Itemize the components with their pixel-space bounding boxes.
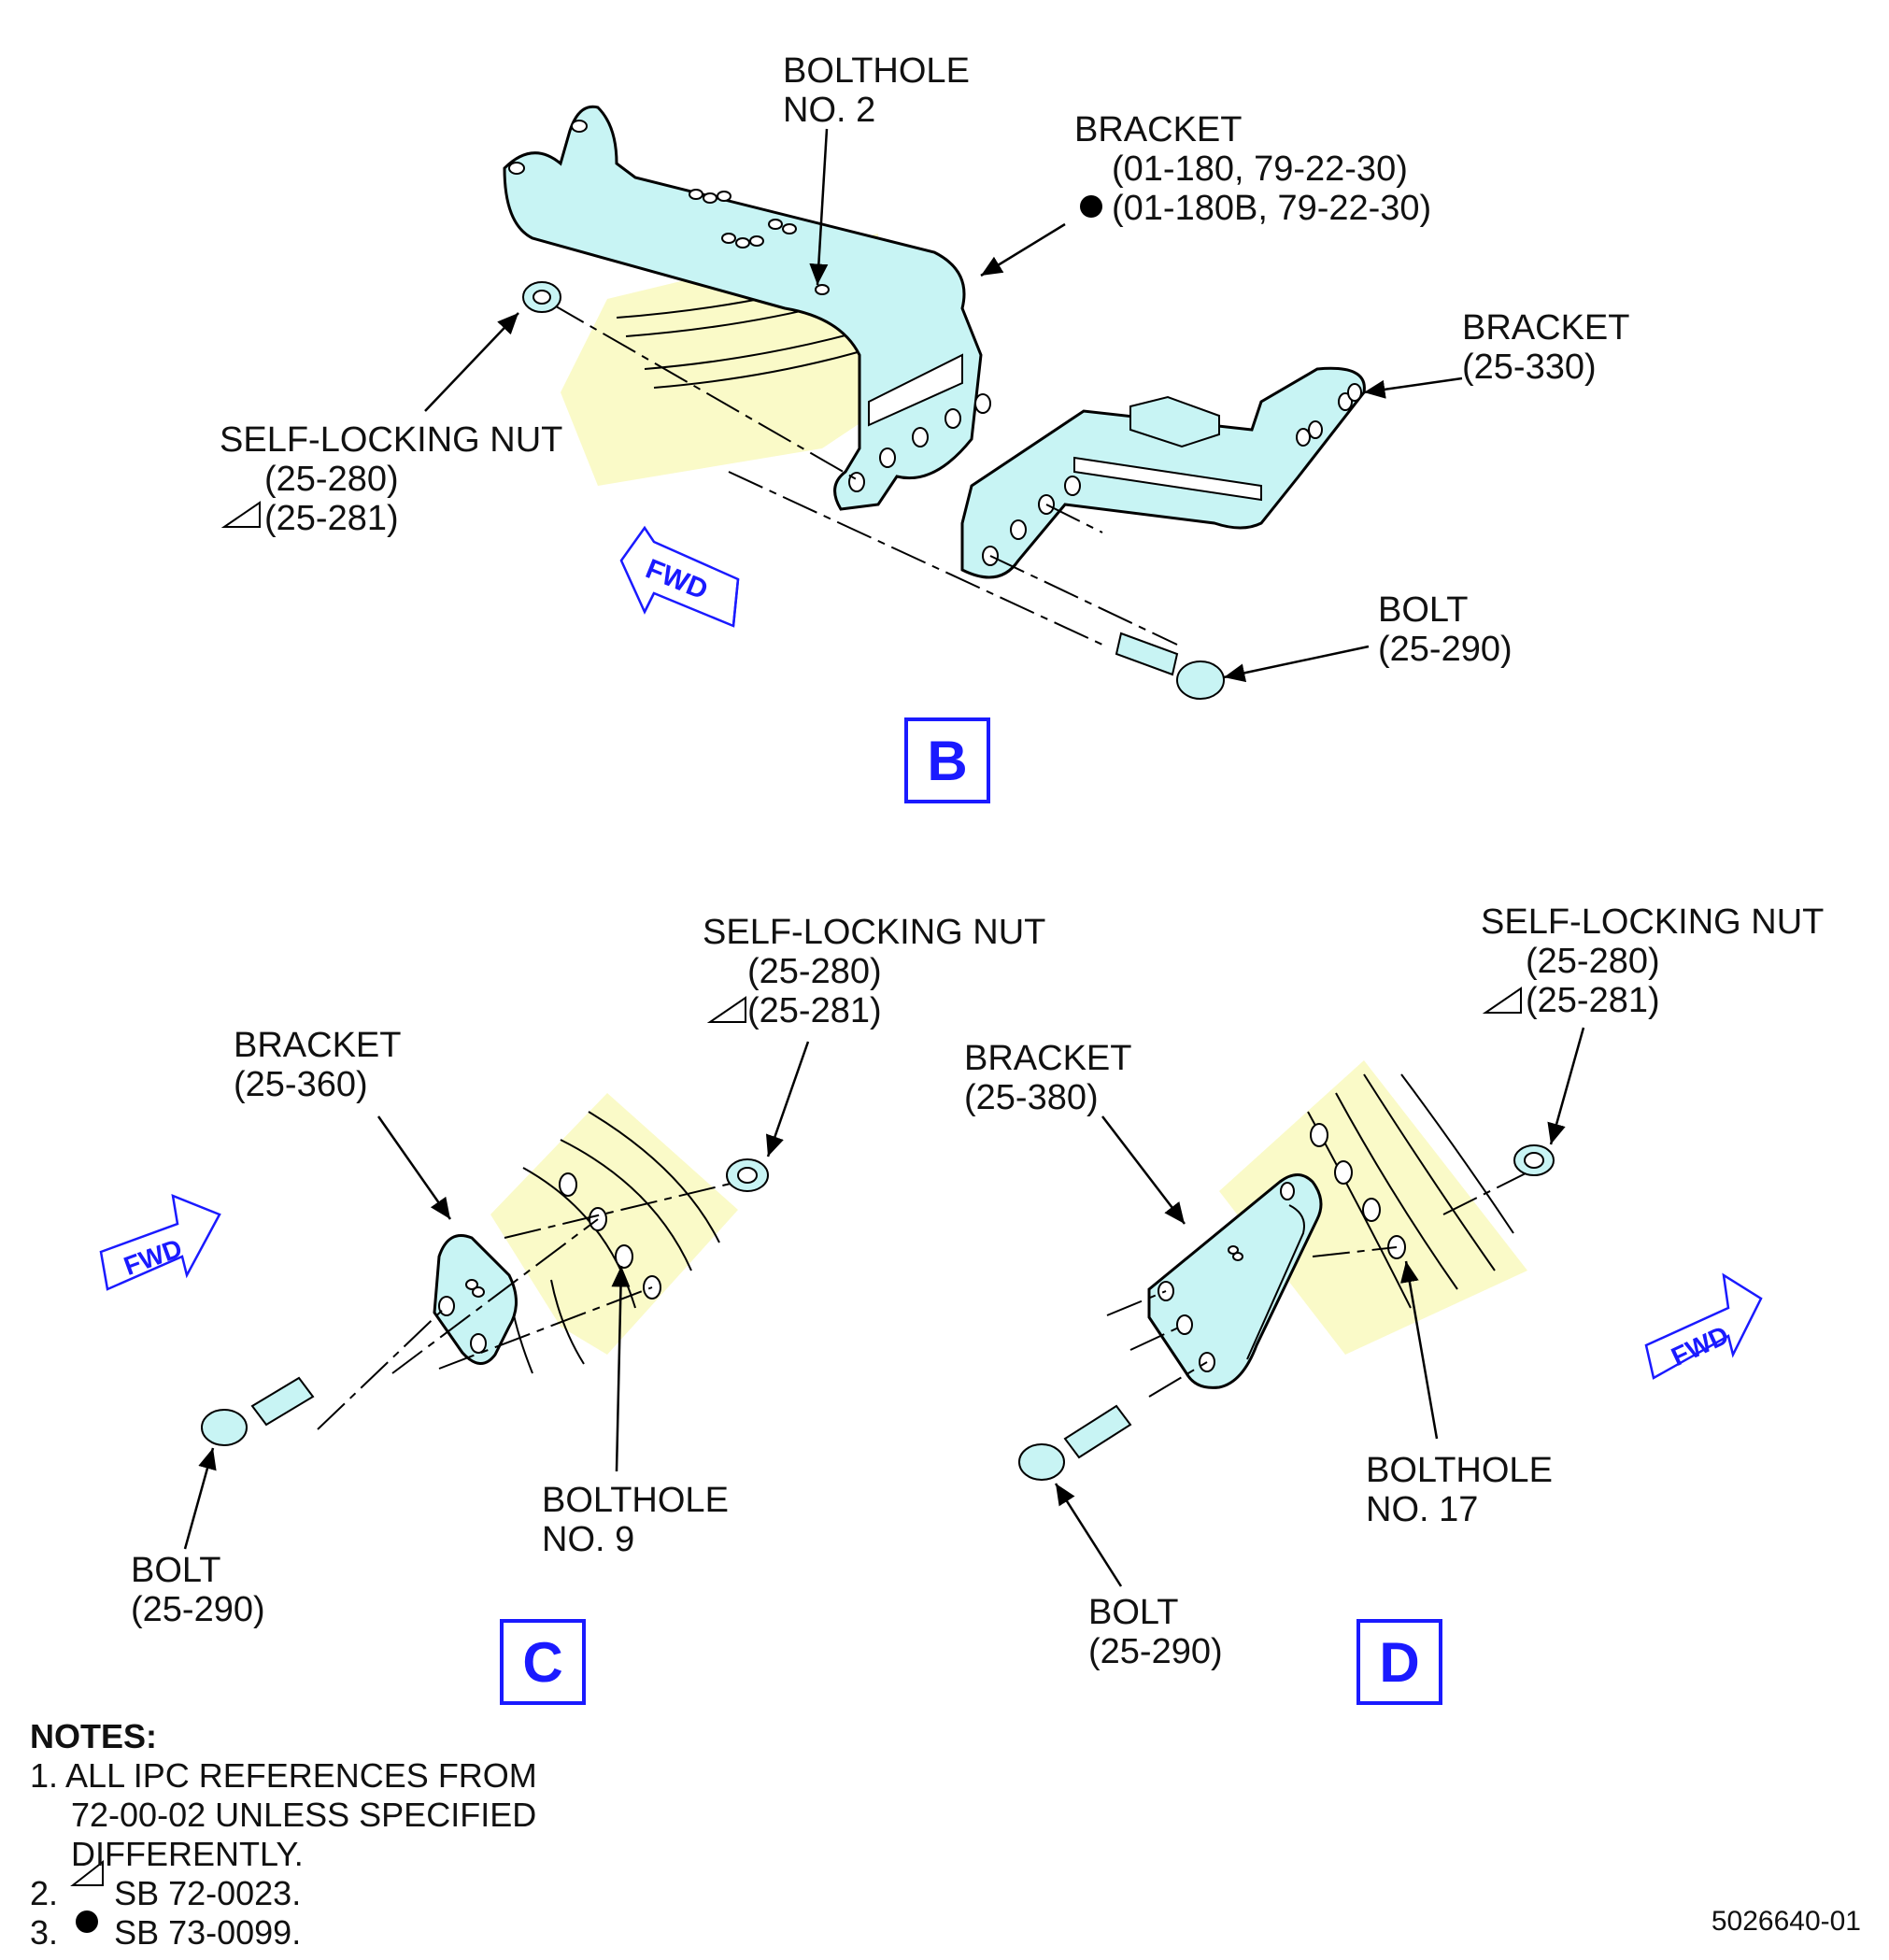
view-c-fwd-arrow [99, 1194, 221, 1291]
view-d-drawing [1018, 1027, 1763, 1587]
view-c-nut-title: SELF-LOCKING NUT [703, 913, 1046, 952]
view-b-drawing [424, 105, 1463, 700]
view-c-bolt [201, 1376, 315, 1446]
view-b-main-bracket [503, 105, 983, 511]
view-c-nut-ref2: (25-281) [747, 991, 882, 1030]
note-1-line-3: DIFFERENTLY. [71, 1835, 304, 1873]
view-b-nut [522, 281, 561, 313]
view-d-bracket [1147, 1173, 1323, 1389]
view-b-bolt-title: BOLT [1378, 590, 1469, 630]
view-d-bracket-ref: (25-380) [964, 1078, 1099, 1117]
view-c-bolt-title: BOLT [131, 1551, 221, 1590]
notes-block: NOTES: 1. ALL IPC REFERENCES FROM 72-00-… [30, 1717, 537, 1953]
view-c-bracket-ref: (25-360) [234, 1065, 368, 1104]
view-b-bracket-main-ref1: (01-180, 79-22-30) [1112, 149, 1408, 189]
view-d-callout-box: D [1356, 1619, 1442, 1705]
view-d-nut-ref2: (25-281) [1526, 981, 1660, 1020]
view-b-fwd-arrow [619, 525, 740, 628]
view-d-bracket-label: BRACKET (25-380) [964, 1039, 1131, 1117]
view-b-nut-title: SELF-LOCKING NUT [220, 420, 563, 460]
view-b-bracket-main-title: BRACKET [1074, 110, 1243, 149]
view-d-bolt-label: BOLT (25-290) [1088, 1593, 1223, 1671]
figure-number: 5026640-01 [1711, 1906, 1861, 1937]
note-3-text: SB 73-0099. [114, 1913, 302, 1952]
notes-header: NOTES: [30, 1717, 158, 1755]
note-3-number: 3. [30, 1913, 59, 1952]
view-d-nut-label: SELF-LOCKING NUT (25-280) (25-281) [1481, 902, 1824, 1020]
view-c-nut-label: SELF-LOCKING NUT (25-280) (25-281) [703, 913, 1045, 1030]
view-b-bracket-right-title: BRACKET [1462, 308, 1630, 348]
view-d-bolthole-title: BOLTHOLE [1366, 1451, 1553, 1490]
view-b-bracket-holes [508, 120, 991, 492]
view-b-bracket-main-ref2: (01-180B, 79-22-30) [1112, 189, 1432, 228]
view-b-bolt-ref: (25-290) [1378, 630, 1513, 669]
view-c-bolt-ref: (25-290) [131, 1590, 265, 1629]
note-1-line-1: 1. ALL IPC REFERENCES FROM [30, 1756, 537, 1795]
view-c-bolthole-title: BOLTHOLE [542, 1481, 729, 1520]
note-3: 3. SB 73-0099. [30, 1913, 537, 1953]
sb-73-0099-dot-icon [76, 1910, 98, 1933]
view-d-nut-title: SELF-LOCKING NUT [1481, 902, 1825, 942]
view-b-bolthole-title: BOLTHOLE [783, 51, 970, 91]
view-c-bracket-label: BRACKET (25-360) [234, 1026, 401, 1104]
view-d-bolt [1018, 1404, 1132, 1481]
view-c-bracket-title: BRACKET [234, 1026, 402, 1065]
view-c-bolthole-number: NO. 9 [542, 1520, 635, 1559]
view-c-bolthole-label: BOLTHOLE NO. 9 [542, 1481, 729, 1559]
view-b-nut-ref2: (25-281) [264, 499, 399, 538]
view-b-nut-ref1: (25-280) [264, 460, 399, 499]
view-b-bolthole-label: BOLTHOLE NO. 2 [783, 51, 970, 130]
view-d-bolt-ref: (25-290) [1088, 1632, 1223, 1671]
view-c-nut [726, 1158, 769, 1192]
view-d-nut-ref1: (25-280) [1526, 942, 1660, 981]
view-c-case-section [490, 1093, 738, 1355]
view-c-triangle-icon [706, 996, 746, 1023]
sb-72-0023-triangle-icon [70, 1859, 104, 1886]
view-d-nut [1513, 1144, 1555, 1176]
view-d-bracket-title: BRACKET [964, 1039, 1132, 1078]
view-b-bracket-right-ref: (25-330) [1462, 348, 1597, 387]
view-c-callout-box: C [500, 1619, 586, 1705]
view-b-callout-letter: B [927, 729, 968, 792]
view-b-bolt [1115, 632, 1225, 700]
view-c-bolt-label: BOLT (25-290) [131, 1551, 265, 1629]
view-d-bolt-title: BOLT [1088, 1593, 1179, 1632]
note-2-number: 2. [30, 1874, 59, 1912]
view-c-nut-ref1: (25-280) [747, 952, 882, 991]
view-d-bolthole-number: NO. 17 [1366, 1490, 1479, 1529]
note-2-text: SB 72-0023. [114, 1874, 302, 1912]
view-b-nut-label: SELF-LOCKING NUT (25-280) (25-281) [220, 420, 562, 538]
view-c-drawing [99, 1041, 810, 1550]
view-d-bolthole-label: BOLTHOLE NO. 17 [1366, 1451, 1553, 1529]
view-d-fwd-arrow [1644, 1272, 1763, 1380]
note-1-line-2: 72-00-02 UNLESS SPECIFIED [71, 1796, 537, 1834]
view-b-bolthole-number: NO. 2 [783, 91, 876, 130]
view-b-bolt-label: BOLT (25-290) [1378, 590, 1513, 669]
view-d-callout-letter: D [1379, 1630, 1420, 1694]
view-b-bracket-main-label: BRACKET (01-180, 79-22-30) (01-180B, 79-… [1074, 110, 1431, 228]
view-c-callout-letter: C [522, 1630, 563, 1694]
note-2: 2. SB 72-0023. [30, 1874, 537, 1913]
view-d-triangle-icon [1482, 987, 1522, 1014]
view-b-callout-box: B [904, 717, 990, 803]
view-b-dot-icon [1080, 195, 1102, 218]
view-c-bracket [433, 1234, 518, 1365]
view-b-bracket-right-label: BRACKET (25-330) [1462, 308, 1629, 387]
view-b-triangle-icon [220, 501, 261, 528]
